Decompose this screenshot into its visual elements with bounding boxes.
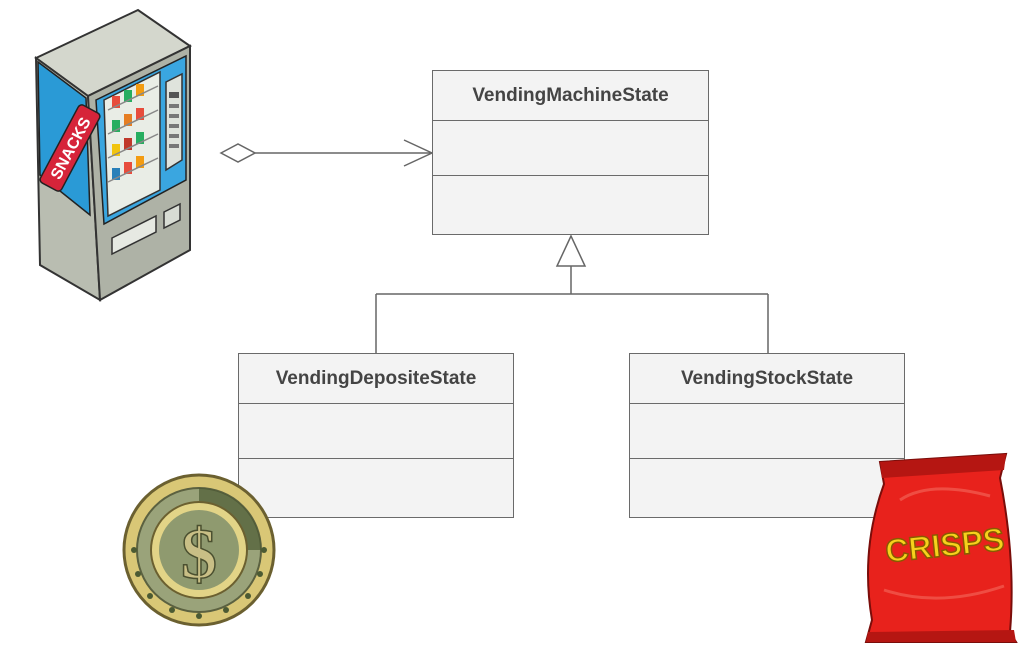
class-attributes-compartment [630, 404, 904, 459]
keypad-icon [165, 72, 183, 172]
class-name: VendingMachineState [433, 71, 708, 121]
snack-shelves [107, 84, 159, 183]
class-attributes-compartment [433, 121, 708, 176]
class-attributes-compartment [239, 404, 513, 459]
generalization-connector [375, 234, 769, 354]
class-vending-deposite-state[interactable]: VendingDepositeState [238, 353, 514, 518]
class-name: VendingStockState [630, 354, 904, 404]
crisps-bag-icon: CRISPS [864, 452, 1018, 643]
dollar-coin-icon: $ [122, 473, 276, 627]
class-vending-machine-state[interactable]: VendingMachineState [432, 70, 709, 235]
coin-symbol: $ [181, 514, 217, 594]
vending-machine-icon: SNACKS [34, 8, 192, 302]
class-vending-stock-state[interactable]: VendingStockState [629, 353, 905, 518]
class-name: VendingDepositeState [239, 354, 513, 404]
